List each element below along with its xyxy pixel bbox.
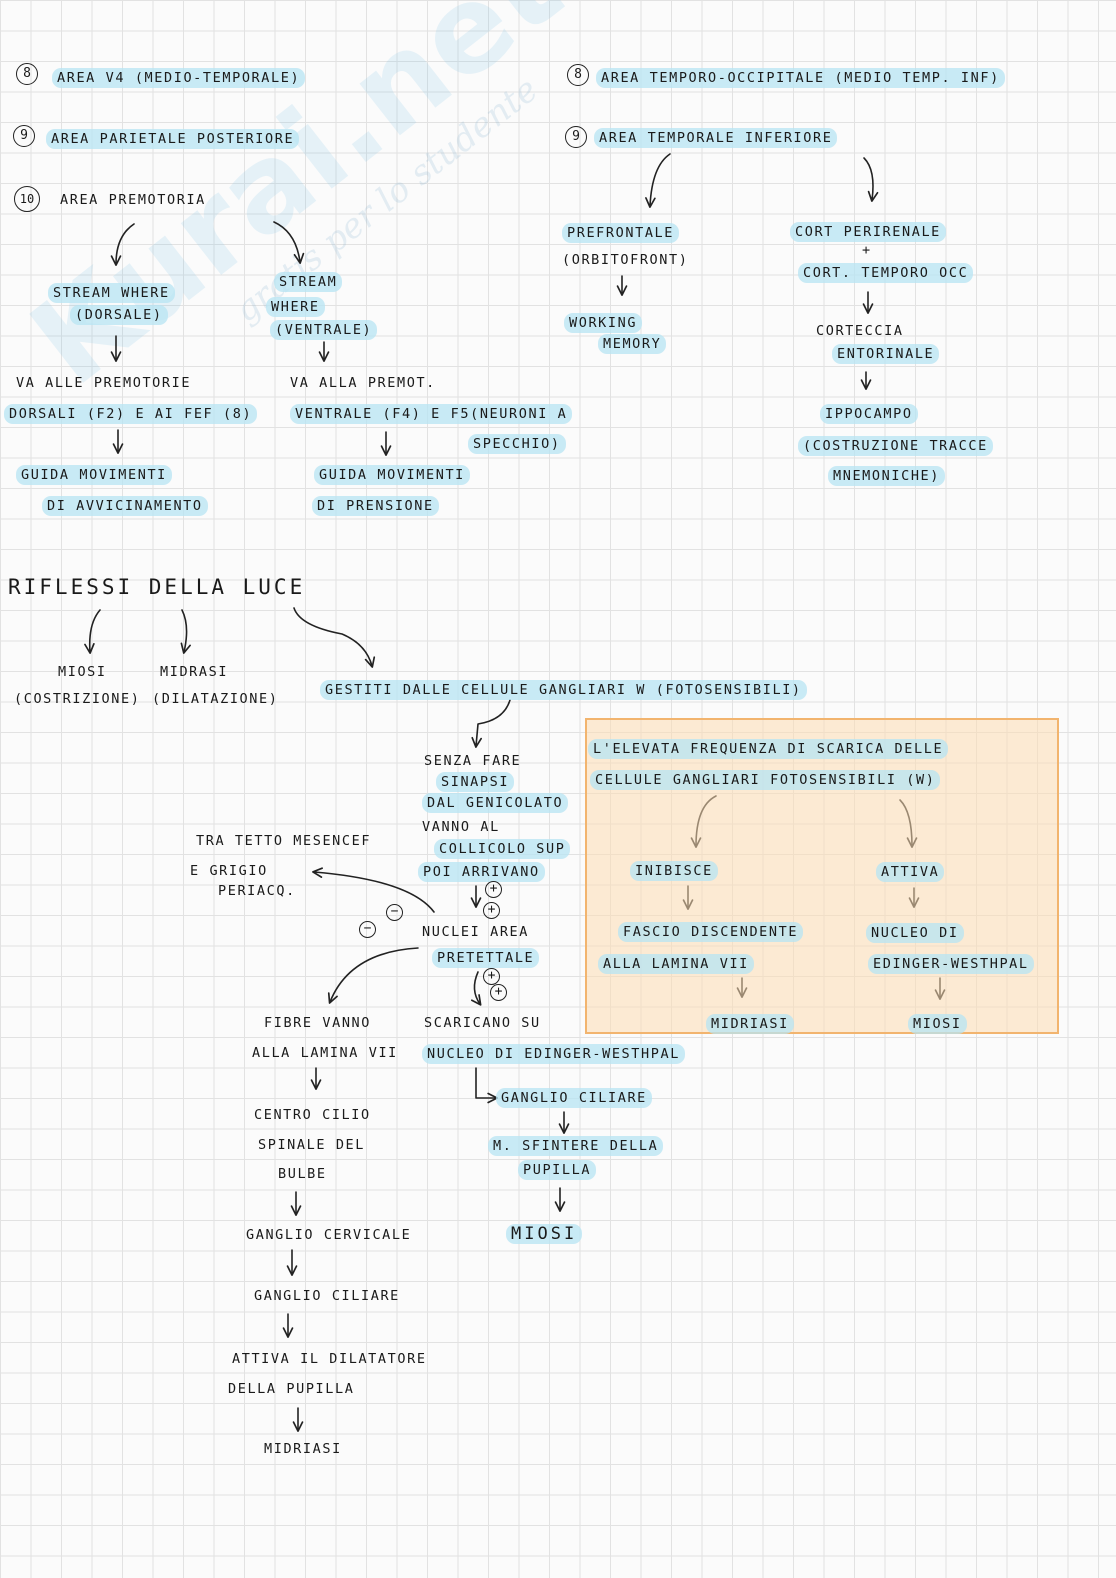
ganglio-cervicale-label: GANGLIO CERVICALE	[246, 1227, 412, 1243]
senza-line-2: SINAPSI	[436, 772, 515, 792]
arrow-temporal-pref	[645, 153, 671, 208]
nucleo-edinger-label: NUCLEO DI EDINGER-WESTHPAL	[422, 1044, 685, 1064]
box-midriasi-label: MIDRIASI	[706, 1014, 794, 1034]
number-badge: 9	[565, 126, 587, 148]
cort-temporo-label: CORT. TEMPORO OCC	[798, 263, 974, 283]
section-title: RIFLESSI DELLA LUCE	[8, 575, 306, 599]
arrow-nuclei-tra	[312, 867, 435, 913]
costrizione-label: (COSTRIZIONE)	[14, 691, 141, 707]
box-attiva-label: ATTIVA	[876, 862, 945, 882]
midrasi-label: MIDRASI	[160, 664, 229, 680]
minus-circle-icon: −	[386, 904, 403, 921]
attiva-line-2: DELLA PUPILLA	[228, 1381, 355, 1397]
nuclei-label: NUCLEI AREA	[422, 924, 530, 940]
number-badge: 8	[567, 64, 589, 86]
centro-line-1: CENTRO CILIO	[254, 1107, 371, 1123]
tra-line-1: TRA TETTO MESENCEF	[196, 833, 372, 849]
number-badge: 8	[16, 63, 38, 85]
number-badge: 9	[13, 125, 35, 147]
costruzione-label: (COSTRUZIONE TRACCE	[798, 436, 993, 456]
ippocampo-label: IPPOCAMPO	[820, 404, 918, 424]
scaricano-label: SCARICANO SU	[424, 1015, 541, 1031]
working-label: WORKING	[564, 313, 643, 333]
ventral-guide-2: DI PRENSIONE	[312, 496, 439, 516]
minus-circle-icon: −	[359, 921, 376, 938]
tra-line-2: E GRIGIO	[190, 863, 268, 879]
dilatazione-label: (DILATAZIONE)	[152, 691, 279, 707]
orbitofront-label: (ORBITOFRONT)	[562, 252, 689, 268]
corteccia-label: CORTECCIA	[816, 323, 904, 339]
box-nucleo-line-1: NUCLEO DI	[866, 923, 964, 943]
senza-line-4: VANNO AL	[422, 819, 500, 835]
dorsal-target-2: DORSALI (F2) E AI FEF (8)	[4, 404, 258, 424]
area-v4-label: AREA V4 (MEDIO-TEMPORALE)	[52, 68, 306, 88]
arrow-gestiti-senza	[471, 699, 511, 748]
stream-ventral-where: WHERE	[266, 297, 325, 317]
ventral-target-2: VENTRALE (F4) E F5(NEURONI A	[290, 404, 573, 424]
plus-circle-icon: +	[485, 881, 502, 898]
cort-perirenale-label: CORT PERIRENALE	[790, 222, 946, 242]
box-line-1: L'ELEVATA FREQUENZA DI SCARICA DELLE	[588, 739, 949, 759]
plus-sign: +	[862, 242, 872, 258]
pretettale-label: PRETETTALE	[432, 948, 540, 968]
sfintere-line-1: M. SFINTERE DELLA	[488, 1136, 664, 1156]
box-line-2: CELLULE GANGLIARI FOTOSENSIBILI (W)	[590, 770, 941, 790]
dorsal-guide-1: GUIDA MOVIMENTI	[16, 465, 172, 485]
plus-circle-icon: +	[483, 968, 500, 985]
ventral-target-1: VA ALLA PREMOT.	[290, 375, 436, 391]
arrow-riflessi-miosi	[84, 609, 101, 654]
centro-line-3: BULBE	[278, 1166, 327, 1182]
senza-line-5: COLLICOLO SUP	[434, 839, 571, 859]
prefrontale-label: PREFRONTALE	[562, 223, 680, 243]
ganglio-ciliare-right-label: GANGLIO CILIARE	[496, 1088, 652, 1108]
box-miosi-label: MIOSI	[908, 1014, 967, 1034]
arrow-nuclei-fibre	[327, 947, 419, 1004]
box-inibisce-label: INIBISCE	[630, 861, 718, 881]
stream-dorsal-label: STREAM WHERE	[48, 283, 175, 303]
fibre-line-1: FIBRE VANNO	[264, 1015, 372, 1031]
area-temporale-inferiore-label: AREA TEMPORALE INFERIORE	[594, 128, 838, 148]
stream-ventral-label: STREAM	[274, 272, 343, 292]
dorsal-guide-2: DI AVVICINAMENTO	[42, 496, 208, 516]
number-badge: 10	[14, 186, 40, 212]
stream-dorsal-sub: (DORSALE)	[70, 305, 168, 325]
arrow-riflessi-midrasi	[180, 609, 191, 654]
memory-label: MEMORY	[598, 334, 667, 354]
box-fascio-line-1: FASCIO DISCENDENTE	[618, 922, 804, 942]
tra-line-3: PERIACQ.	[218, 883, 296, 899]
senza-line-1: SENZA FARE	[424, 753, 522, 769]
stream-ventral-sub: (VENTRALE)	[270, 320, 378, 340]
sfintere-line-2: PUPILLA	[518, 1160, 597, 1180]
attiva-line-1: ATTIVA IL DILATATORE	[232, 1351, 427, 1367]
miosi-end-label: MIOSI	[506, 1224, 583, 1244]
plus-circle-icon: +	[490, 984, 507, 1001]
ganglio-ciliare-left-label: GANGLIO CILIARE	[254, 1288, 400, 1304]
mnemoniche-label: MNEMONICHE)	[828, 466, 946, 486]
arrow-edinger-gang	[475, 1067, 498, 1104]
senza-line-3: DAL GENICOLATO	[422, 793, 569, 813]
senza-line-6: POI ARRIVANO	[418, 862, 545, 882]
ventral-target-3: SPECCHIO)	[468, 434, 566, 454]
midriasi-end-label: MIDRIASI	[264, 1441, 342, 1457]
arrow-pretett-scaricano	[470, 971, 482, 1006]
area-temporo-occipitale-label: AREA TEMPORO-OCCIPITALE (MEDIO TEMP. INF…	[596, 68, 1005, 88]
entorinale-label: ENTORINALE	[832, 344, 940, 364]
miosi-label: MIOSI	[58, 664, 107, 680]
arrow-premotoria-ventral	[273, 221, 305, 264]
gestiti-label: GESTITI DALLE CELLULE GANGLIARI W (FOTOS…	[320, 680, 807, 700]
box-nucleo-line-2: EDINGER-WESTHPAL	[868, 954, 1034, 974]
dorsal-target-1: VA ALLE PREMOTORIE	[16, 375, 192, 391]
ventral-guide-1: GUIDA MOVIMENTI	[314, 465, 470, 485]
arrow-premotoria-dorsal	[110, 223, 135, 266]
area-parietale-label: AREA PARIETALE POSTERIORE	[46, 129, 300, 149]
fibre-line-2: ALLA LAMINA VII	[252, 1045, 398, 1061]
box-fascio-line-2: ALLA LAMINA VII	[598, 954, 754, 974]
arrow-riflessi-gestiti	[293, 607, 376, 668]
plus-circle-icon: +	[483, 902, 500, 919]
arrow-temporal-cort	[863, 157, 879, 202]
centro-line-2: SPINALE DEL	[258, 1137, 366, 1153]
area-premotoria-label: AREA PREMOTORIA	[60, 192, 206, 208]
